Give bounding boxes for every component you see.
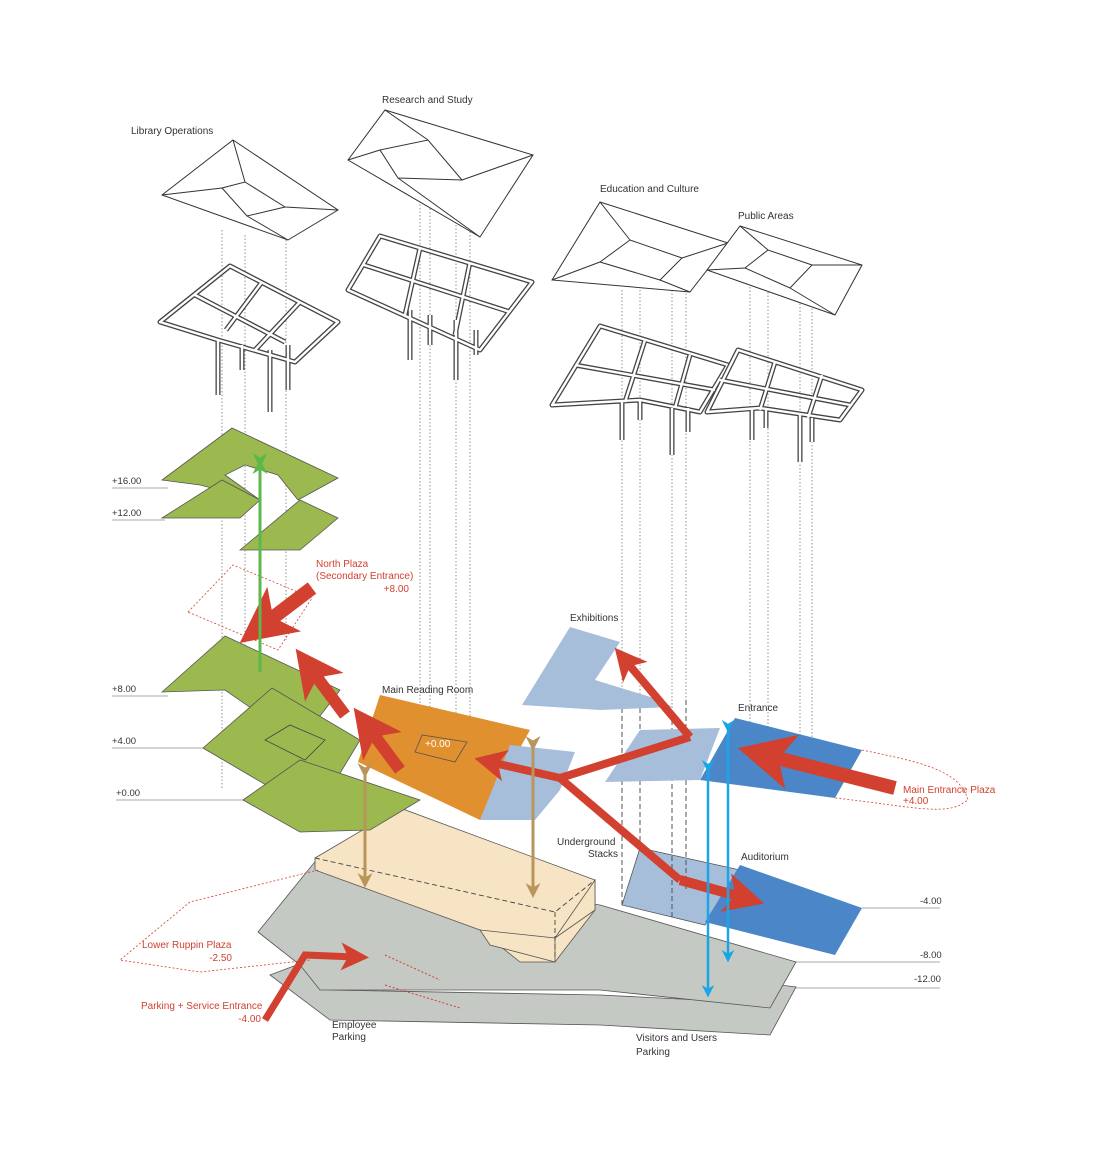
- roof-library-operations: [160, 139, 339, 241]
- label-lower-ruppin-level: -2.50: [209, 953, 232, 964]
- label-main-entrance-level: +4.00: [903, 796, 929, 807]
- parking-entrance-arrow: [262, 942, 369, 1022]
- level-label: +16.00: [112, 476, 141, 487]
- frame-library-operations: [157, 263, 341, 412]
- level-label: +4.00: [112, 736, 136, 747]
- frame-research-and-study: [345, 233, 535, 380]
- frame-public-areas: [704, 347, 865, 462]
- label-stacks: Stacks: [588, 849, 618, 860]
- label-education-and-culture: Education and Culture: [600, 184, 699, 195]
- label-research-and-study: Research and Study: [382, 95, 473, 106]
- level-label: +8.00: [112, 684, 136, 695]
- north-plaza-arrow: [239, 582, 317, 643]
- library-floors: [160, 427, 421, 833]
- main-entrance-arrow: [737, 734, 897, 795]
- level-label: +0.00: [116, 788, 140, 799]
- label-employee-parking: Parking: [332, 1032, 366, 1043]
- label-entrance: Entrance: [738, 703, 778, 714]
- roof-research-and-study: [347, 109, 534, 238]
- label-parking-service-entrance: Parking + Service Entrance: [141, 1001, 263, 1012]
- label-exhibitions: Exhibitions: [570, 613, 618, 624]
- label-lower-ruppin-plaza: Lower Ruppin Plaza: [142, 940, 232, 951]
- frame-education-and-culture: [549, 323, 731, 455]
- level-lines: [112, 487, 940, 989]
- label-main-reading-room: Main Reading Room: [382, 685, 473, 696]
- labels: Library Operations Research and Study Ed…: [112, 95, 996, 1058]
- reading-room-level: +0.00: [425, 739, 451, 750]
- label-library-operations: Library Operations: [131, 126, 213, 137]
- roof-education-and-culture: [551, 201, 729, 293]
- level-label: +12.00: [112, 508, 141, 519]
- level-label: -4.00: [920, 896, 942, 907]
- label-secondary-entrance: (Secondary Entrance): [316, 571, 413, 582]
- level-label: -12.00: [914, 974, 941, 985]
- label-main-entrance-plaza: Main Entrance Plaza: [903, 785, 996, 796]
- label-north-plaza-level: +8.00: [384, 584, 410, 595]
- label-auditorium: Auditorium: [741, 852, 789, 863]
- label-public-areas: Public Areas: [738, 211, 794, 222]
- label-visitors: Visitors and Users: [636, 1033, 717, 1044]
- level-label: -8.00: [920, 950, 942, 961]
- label-visitors-parking: Parking: [636, 1047, 670, 1058]
- label-north-plaza: North Plaza: [316, 559, 369, 570]
- label-underground: Underground: [557, 837, 615, 848]
- label-parking-service-level: -4.00: [238, 1014, 261, 1025]
- roof-public-areas: [706, 225, 863, 316]
- vertical-circulation: [260, 462, 735, 998]
- underground-stacks: [314, 807, 596, 963]
- label-employee: Employee: [332, 1020, 377, 1031]
